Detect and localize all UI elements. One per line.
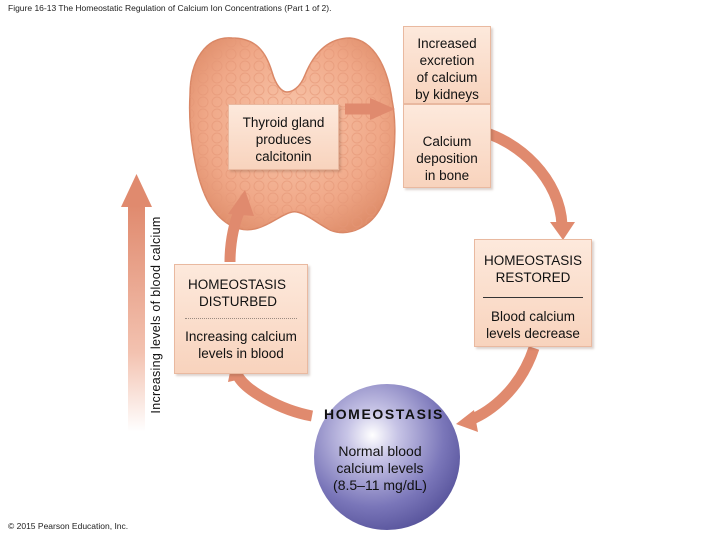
homeostasis-title: HOMEOSTASIS [323,406,445,422]
blood-calcium-axis-label: Increasing levels of blood calcium [149,216,163,414]
restored-title-2: RESTORED [495,270,571,285]
bone-line-3: in bone [424,168,470,183]
arrowhead-to-homeostasis [456,410,478,432]
arrow-restored-to-homeostasis [467,346,540,426]
figure-caption: Figure 16-13 The Homeostatic Regulation … [8,3,332,13]
kidney-excretion-box: Increased excretion of calcium by kidney… [403,26,491,104]
arrow-disturbed-to-thyroid [224,207,246,263]
bone-deposition-box: Calcium deposition in bone [403,104,491,188]
homeostasis-line-3: (8.5–11 mg/dL) [333,477,427,493]
arrowhead-to-restored [550,222,575,240]
disturbed-title-1: HOMEOSTASIS [188,277,287,292]
bone-line-1: Calcium [422,134,472,149]
kidney-line-3: of calcium [416,70,478,85]
arrowhead-to-kidney [370,98,395,120]
kidney-line-2: excretion [419,53,475,68]
kidney-line-1: Increased [417,36,477,51]
disturbed-title-2: DISTURBED [199,294,278,309]
homeostasis-sphere [314,384,460,530]
restored-body-1: Blood calcium [490,309,576,324]
disturbed-body-2: levels in blood [198,346,284,361]
restored-divider [483,297,583,298]
disturbed-divider [185,318,297,319]
thyroid-line-1: Thyroid gland [242,115,325,130]
thyroid-calcitonin-box: Thyroid gland produces calcitonin [228,104,339,170]
bone-line-2: deposition [416,151,478,166]
homeostasis-description: Normal blood calcium levels (8.5–11 mg/d… [313,443,447,494]
kidney-line-4: by kidneys [415,87,479,102]
copyright-notice: © 2015 Pearson Education, Inc. [8,521,129,531]
homeostasis-restored-box: HOMEOSTASIS RESTORED Blood calcium level… [474,239,592,347]
cycle-arrowheads [228,98,575,432]
vertical-increase-arrow [121,174,152,432]
disturbed-body-1: Increasing calcium [185,329,297,344]
thyroid-line-3: calcitonin [255,149,312,164]
arrow-homeostasis-to-disturbed [233,372,314,422]
homeostasis-disturbed-box: HOMEOSTASIS DISTURBED Increasing calcium… [174,264,308,374]
restored-title-1: HOMEOSTASIS [483,253,582,268]
arrowhead-to-thyroid [228,190,254,216]
homeostasis-line-2: calcium levels [336,460,424,476]
homeostasis-line-1: Normal blood [338,443,422,459]
restored-body-2: levels decrease [486,326,580,341]
thyroid-line-2: produces [255,132,312,147]
